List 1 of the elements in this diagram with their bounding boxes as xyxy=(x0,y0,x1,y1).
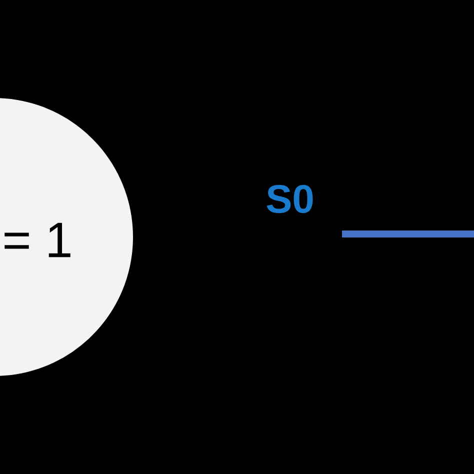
signal-label: S0 xyxy=(266,184,313,214)
